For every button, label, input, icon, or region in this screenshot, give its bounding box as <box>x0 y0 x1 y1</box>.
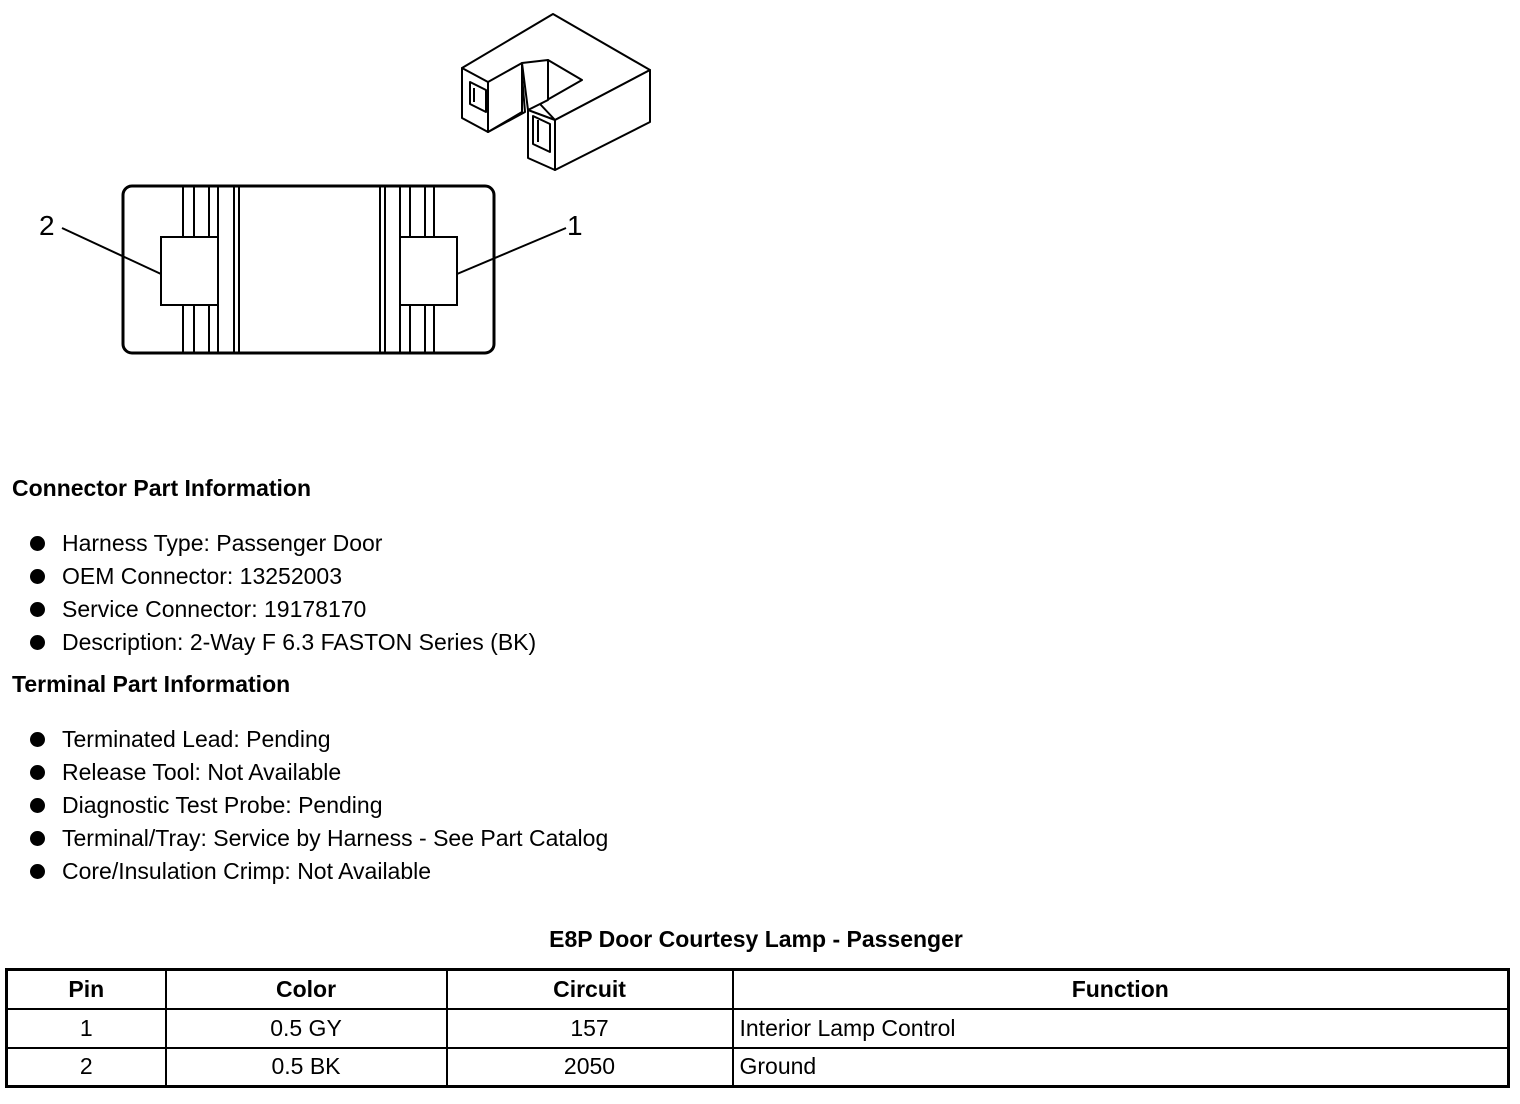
list-item: Terminal/Tray: Service by Harness - See … <box>30 822 608 855</box>
connector-info-list: Harness Type: Passenger Door OEM Connect… <box>30 527 536 659</box>
bullet-icon <box>30 635 45 650</box>
leader-line-1 <box>456 227 567 275</box>
list-item: Terminated Lead: Pending <box>30 723 608 756</box>
terminal-info-title: Terminal Part Information <box>12 671 291 697</box>
table-row: 1 0.5 GY 157 Interior Lamp Control <box>5 1007 1510 1049</box>
connector-info-title: Connector Part Information <box>12 475 312 501</box>
terminal-cavity-1 <box>399 236 458 306</box>
pin-label-2: 2 <box>39 210 55 241</box>
bullet-icon <box>30 569 45 584</box>
bullet-icon <box>30 765 45 780</box>
header-function: Function <box>731 968 1510 1010</box>
connector-housing-3d <box>461 13 651 171</box>
list-item: Service Connector: 19178170 <box>30 593 536 626</box>
terminal-cavity-2 <box>160 236 219 306</box>
cell-function: Interior Lamp Control <box>731 1007 1510 1049</box>
bullet-icon <box>30 864 45 879</box>
bullet-icon <box>30 732 45 747</box>
pin-table: Pin Color Circuit Function 1 0.5 GY 157 … <box>5 968 1510 1088</box>
bullet-icon <box>30 602 45 617</box>
bullet-icon <box>30 798 45 813</box>
cell-color: 0.5 BK <box>164 1046 448 1088</box>
cell-pin: 1 <box>5 1007 167 1049</box>
pin-label-1: 1 <box>567 210 583 241</box>
bullet-icon <box>30 536 45 551</box>
pin-table-title: E8P Door Courtesy Lamp - Passenger <box>549 926 963 952</box>
cell-circuit: 157 <box>445 1007 734 1049</box>
list-item: Diagnostic Test Probe: Pending <box>30 789 608 822</box>
cell-function: Ground <box>731 1046 1510 1088</box>
bullet-icon <box>30 831 45 846</box>
cell-color: 0.5 GY <box>164 1007 448 1049</box>
connector-diagram: 2 1 <box>39 13 651 355</box>
list-item: Release Tool: Not Available <box>30 756 608 789</box>
list-item: OEM Connector: 13252003 <box>30 560 536 593</box>
cell-circuit: 2050 <box>445 1046 734 1088</box>
table-header-row: Pin Color Circuit Function <box>5 968 1510 1010</box>
leader-line-2 <box>61 227 162 275</box>
connector-face <box>61 184 567 355</box>
header-color: Color <box>164 968 448 1010</box>
table-row: 2 0.5 BK 2050 Ground <box>5 1046 1510 1088</box>
list-item: Harness Type: Passenger Door <box>30 527 536 560</box>
header-circuit: Circuit <box>445 968 734 1010</box>
cell-pin: 2 <box>5 1046 167 1088</box>
list-item: Description: 2-Way F 6.3 FASTON Series (… <box>30 626 536 659</box>
list-item: Core/Insulation Crimp: Not Available <box>30 855 608 888</box>
terminal-info-list: Terminated Lead: Pending Release Tool: N… <box>30 723 608 888</box>
header-pin: Pin <box>5 968 167 1010</box>
